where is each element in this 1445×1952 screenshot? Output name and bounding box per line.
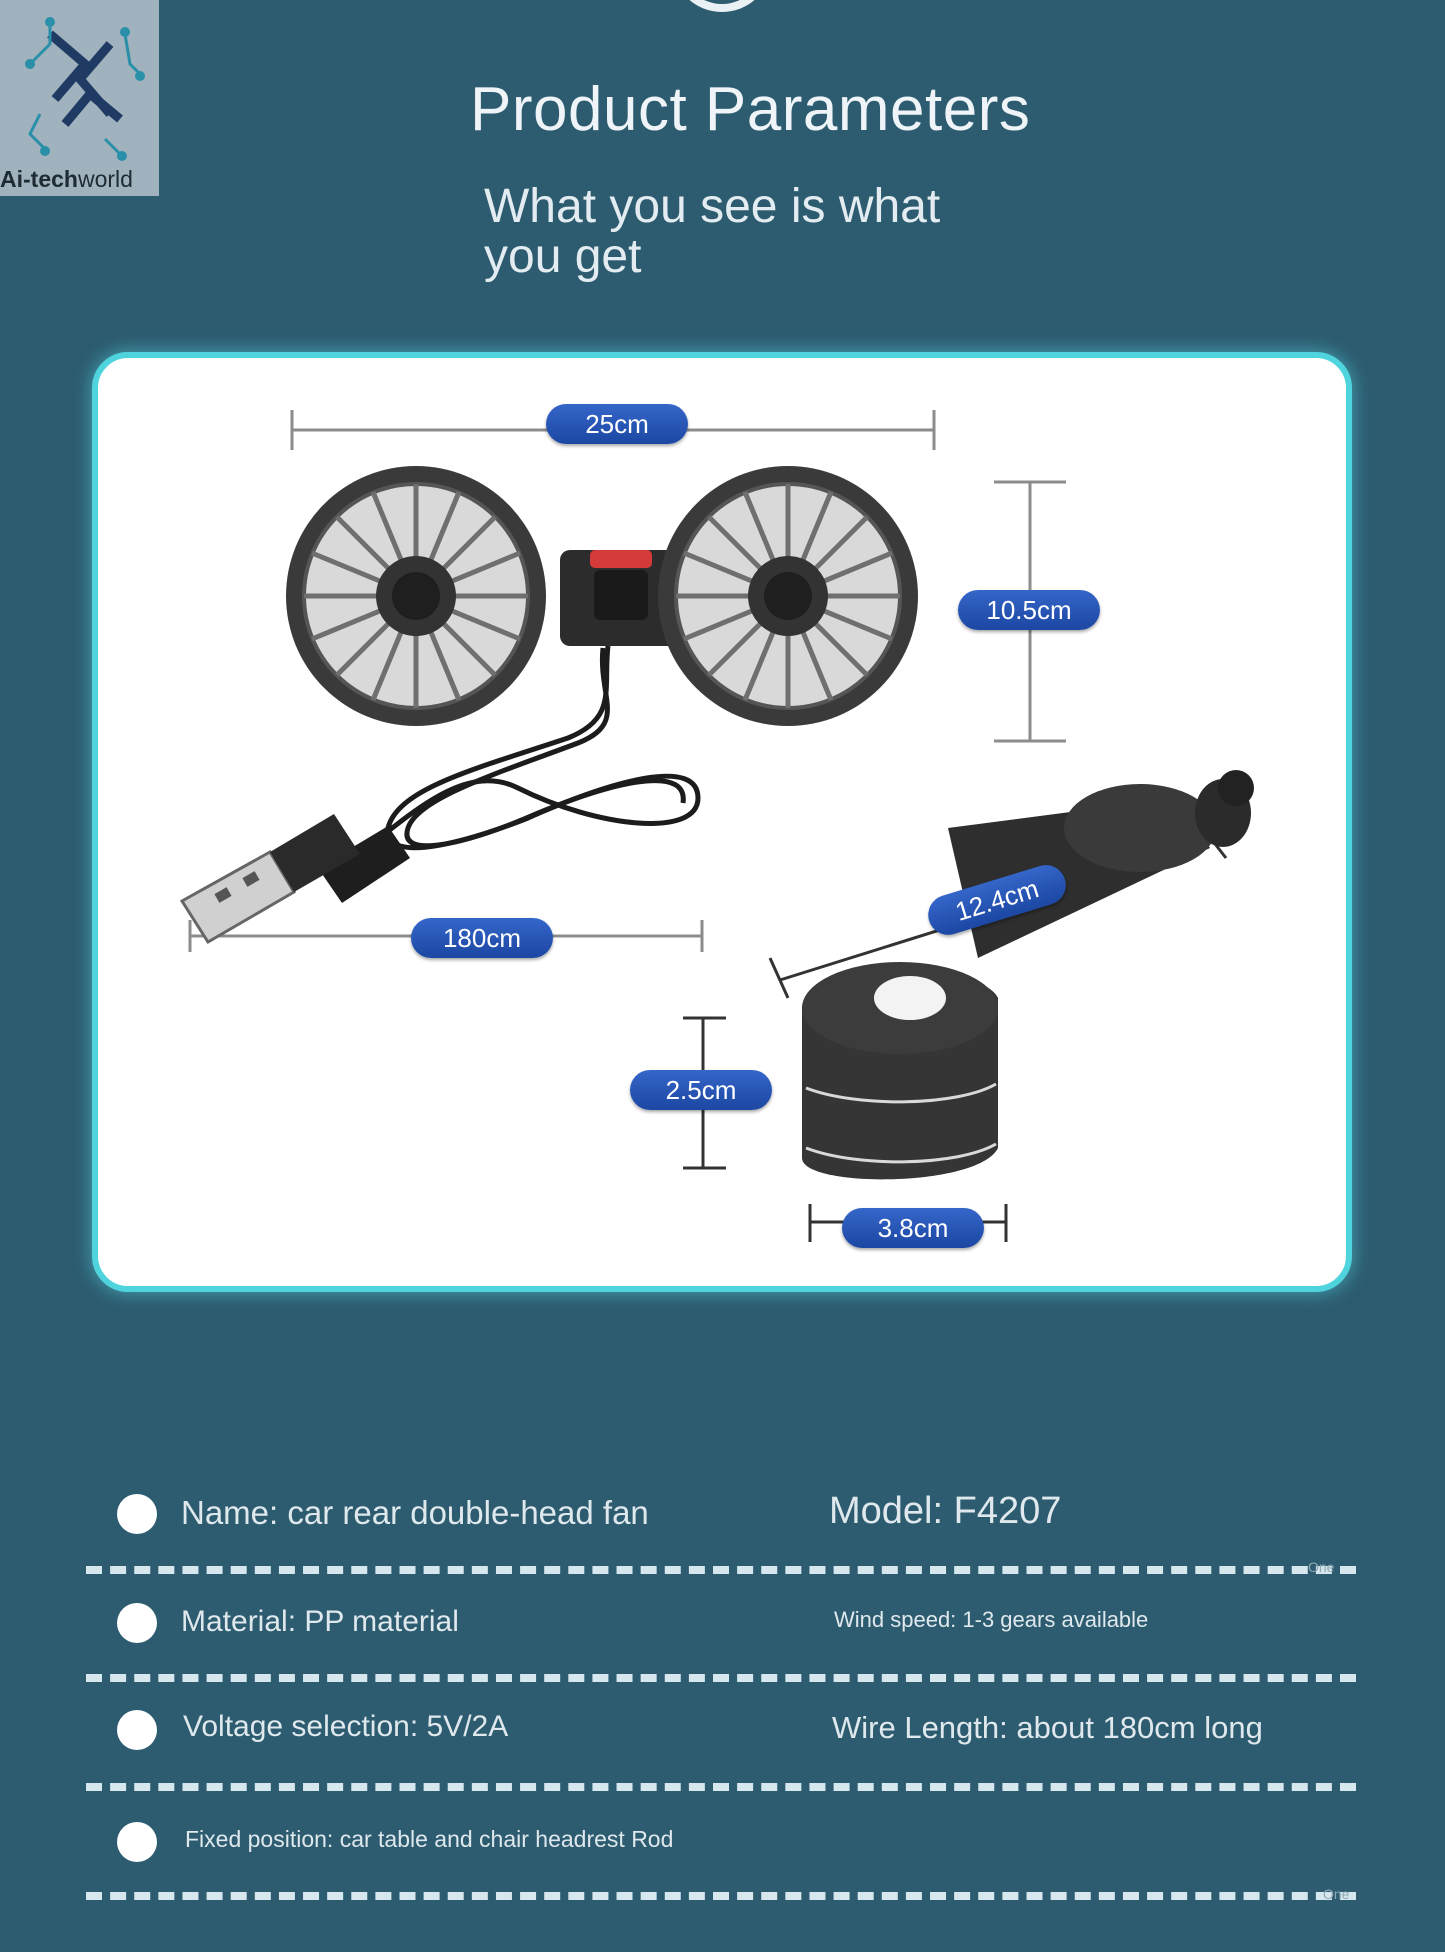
page-title: Product Parameters [470,75,1031,144]
dimension-label-cable-length: 180cm [411,918,553,958]
spec-model: Model: F4207 [829,1490,1062,1532]
spec-material: Material: PP material [181,1605,459,1638]
divider [86,1783,1356,1791]
product-dimension-diagram [179,410,1254,1242]
dimension-label-hook-height: 2.5cm [630,1070,772,1110]
divider [86,1892,1356,1900]
bullet-icon [117,1822,157,1862]
double-fan-illustration [286,466,918,726]
dimension-label-fan-width: 25cm [546,404,688,444]
bullet-icon [117,1494,157,1534]
page-subtitle: What you see is what you get [484,180,941,283]
bullet-icon [117,1710,157,1750]
spec-note: One [1308,1559,1335,1575]
headrest-hook-illustration [802,770,1254,1180]
usb-cable-illustration [326,645,701,881]
dimension-label-hook-width: 3.8cm [842,1208,984,1248]
spec-voltage: Voltage selection: 5V/2A [183,1710,509,1743]
logo-wordmark: Ai-techworld [0,166,133,192]
product-dimension-card: 25cm 10.5cm 180cm 12.4cm 2.5cm 3.8cm [92,352,1352,1292]
usb-plug [179,814,410,945]
divider [86,1566,1356,1574]
bullet-icon [117,1603,157,1643]
spec-wire-length: Wire Length: about 180cm long [832,1710,1263,1745]
top-decoration-arc [672,0,772,12]
spec-note: One [1323,1886,1350,1902]
spec-fixed-position: Fixed position: car table and chair head… [185,1826,674,1852]
divider [86,1674,1356,1682]
spec-name: Name: car rear double-head fan [181,1494,649,1531]
spec-wind-speed: Wind speed: 1-3 gears available [834,1607,1149,1632]
dimension-label-fan-height: 10.5cm [958,590,1100,630]
circuit-logo-icon [25,17,145,161]
brand-logo: Ai-techworld [0,0,159,196]
